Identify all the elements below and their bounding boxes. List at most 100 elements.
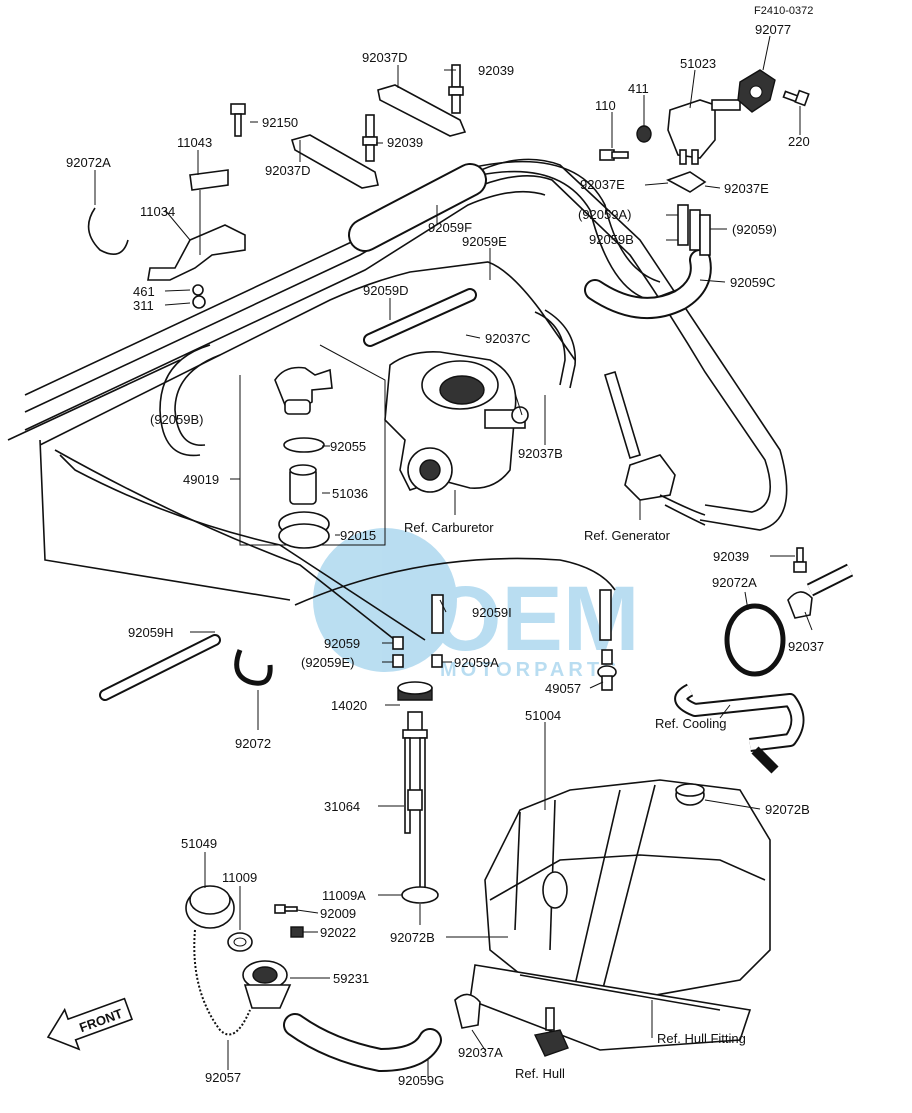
fuel-cap-51049 xyxy=(185,885,235,929)
label-11009A: 11009A xyxy=(322,888,366,903)
gasket-11009 xyxy=(227,932,253,952)
label-11009: 11009 xyxy=(222,870,257,885)
label-92059H: 92059H xyxy=(128,625,174,640)
clamp-92037A xyxy=(454,993,481,1029)
label-92059E: 92059E xyxy=(462,234,507,249)
hose-92059I xyxy=(431,589,612,641)
filter-housing-49019 xyxy=(239,344,386,549)
strap-92037D-mid xyxy=(290,134,379,189)
hose-stubs-92059A xyxy=(677,204,711,256)
knob-92077 xyxy=(737,69,776,113)
screw-92009 xyxy=(274,904,298,914)
label-ref-hull-fitting: Ref. Hull Fitting xyxy=(657,1031,746,1046)
cooling-hose xyxy=(674,563,854,774)
hull-fitting-part xyxy=(533,1007,569,1057)
washer-411 xyxy=(636,125,652,143)
label-92072A-left: 92072A xyxy=(66,155,111,170)
bolt-110 xyxy=(599,149,629,161)
clamp-92072 xyxy=(234,649,273,686)
label-411: 411 xyxy=(628,81,649,96)
gasket-11009A xyxy=(401,886,439,904)
label-49019: 49019 xyxy=(183,472,219,487)
front-arrow: FRONT xyxy=(46,997,134,1051)
watermark-sub: MOTORPARTS xyxy=(440,659,620,681)
label-92059-paren: (92059) xyxy=(732,222,777,237)
label-461: 461 xyxy=(133,284,155,299)
filler-neck-59231 xyxy=(242,960,292,1009)
label-51023: 51023 xyxy=(680,56,716,71)
label-92059B: 92059B xyxy=(589,232,634,247)
nut-92022 xyxy=(290,926,304,938)
label-ref-generator: Ref. Generator xyxy=(584,528,671,543)
label-92059C: 92059C xyxy=(730,275,776,290)
clamp-92072A-right xyxy=(724,603,786,677)
part-labels: F2410-0372 92077 51023 92039 92037D 110 … xyxy=(66,5,824,1088)
label-92039-top: 92039 xyxy=(478,63,514,78)
label-ref-cooling: Ref. Cooling xyxy=(655,716,727,731)
label-51049: 51049 xyxy=(181,836,217,851)
label-92077: 92077 xyxy=(755,22,791,37)
watermark-globe-icon xyxy=(313,528,457,672)
label-92059A-paren: (92059A) xyxy=(578,207,631,222)
clamp-92037E xyxy=(666,171,707,193)
strap-92037D-top xyxy=(377,84,467,137)
chain-92057 xyxy=(193,929,251,1036)
hose-92059G xyxy=(283,1013,442,1073)
bolt-92039-top xyxy=(448,64,464,114)
carburetor xyxy=(384,350,529,493)
label-92037B: 92037B xyxy=(518,446,563,461)
label-92072B-mid: 92072B xyxy=(390,930,435,945)
label-92037E-right: 92037E xyxy=(724,181,769,196)
hose-lines xyxy=(7,158,788,641)
label-49057: 49057 xyxy=(545,681,581,696)
bolt-92039-mid xyxy=(362,114,378,162)
label-92037D-mid: 92037D xyxy=(265,163,311,178)
hose-92059H xyxy=(99,634,221,701)
label-92059D: 92059D xyxy=(363,283,409,298)
label-92059A-mid: 92059A xyxy=(454,655,499,670)
screw-220 xyxy=(782,89,810,107)
label-92072: 92072 xyxy=(235,736,271,751)
generator xyxy=(604,371,706,526)
label-11034: 11034 xyxy=(140,204,175,219)
label-92037E-left: 92037E xyxy=(580,177,625,192)
bolt-92150 xyxy=(230,103,246,137)
label-51004: 51004 xyxy=(525,708,561,723)
valve-49057 xyxy=(597,649,617,691)
label-92055: 92055 xyxy=(330,439,366,454)
label-31064: 31064 xyxy=(324,799,360,814)
label-11043: 11043 xyxy=(177,135,212,150)
label-92037: 92037 xyxy=(788,639,824,654)
label-ref-hull: Ref. Hull xyxy=(515,1066,565,1081)
fuel-tap-51023 xyxy=(667,99,741,165)
label-92072B-right: 92072B xyxy=(765,802,810,817)
leader-lines xyxy=(94,35,813,1078)
label-92037D-top: 92037D xyxy=(362,50,408,65)
label-92009: 92009 xyxy=(320,906,356,921)
clamp-92037 xyxy=(787,591,813,619)
label-92037A: 92037A xyxy=(458,1045,503,1060)
label-92059-mid: 92059 xyxy=(324,636,360,651)
label-14020: 14020 xyxy=(331,698,367,713)
label-220: 220 xyxy=(788,134,810,149)
label-92037C: 92037C xyxy=(485,331,531,346)
label-92059E-paren: (92059E) xyxy=(301,655,354,670)
bracket-11034 xyxy=(147,169,246,281)
drawing-code: F2410-0372 xyxy=(754,5,813,17)
label-92057: 92057 xyxy=(205,1070,241,1085)
bolt-92039-right xyxy=(793,547,807,573)
label-92022: 92022 xyxy=(320,925,356,940)
washer-461 xyxy=(192,284,206,309)
label-51036: 51036 xyxy=(332,486,368,501)
label-ref-carburetor: Ref. Carburetor xyxy=(404,520,494,535)
hose-stubs-92059 xyxy=(392,636,443,668)
label-92059F: 92059F xyxy=(428,220,472,235)
label-110: 110 xyxy=(595,98,616,113)
label-92039-mid: 92039 xyxy=(387,135,423,150)
label-92072A-right: 92072A xyxy=(712,575,757,590)
label-59231: 59231 xyxy=(333,971,369,986)
label-92059I: 92059I xyxy=(472,605,512,620)
label-92039-right: 92039 xyxy=(713,549,749,564)
label-92059B-paren: (92059B) xyxy=(150,412,203,427)
